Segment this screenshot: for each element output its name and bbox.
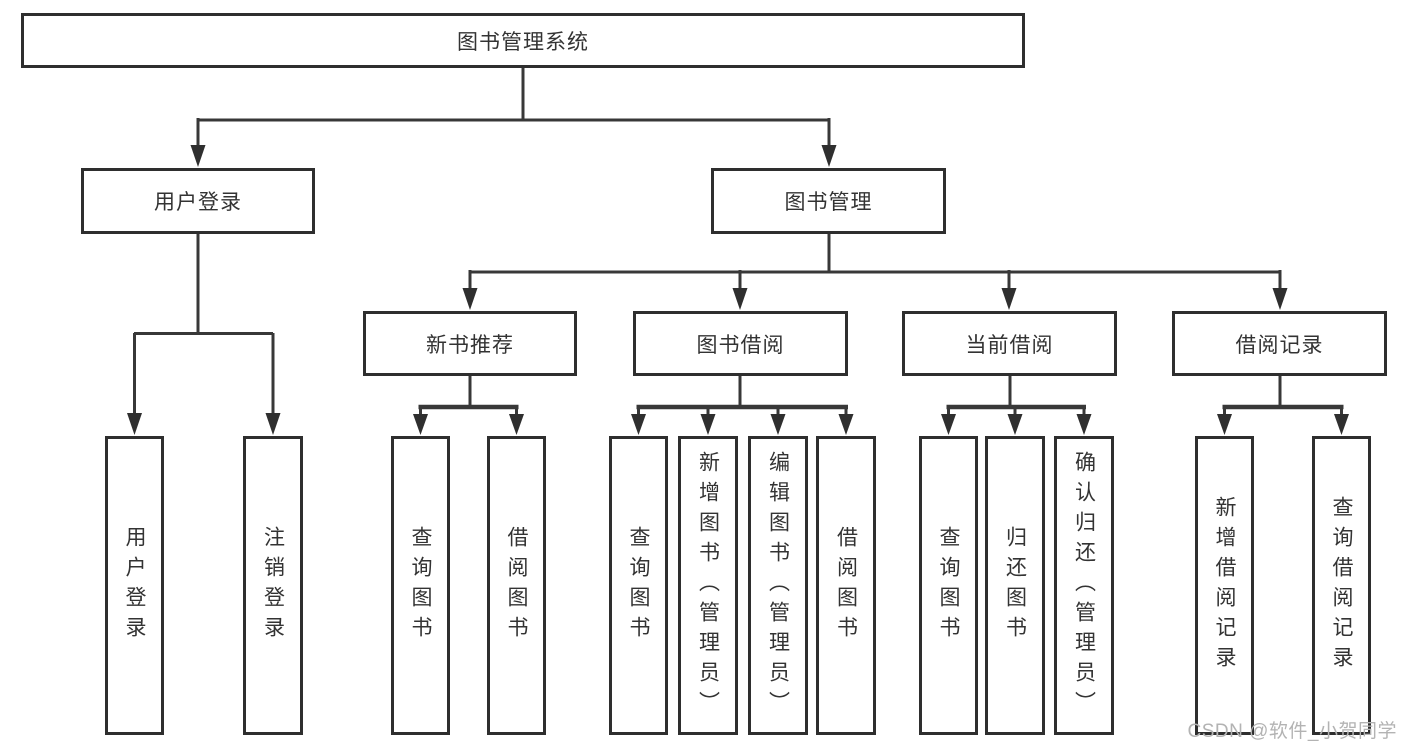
arrow-down-icon — [1001, 288, 1017, 310]
node-borrow-records: 借阅记录 — [1172, 311, 1387, 376]
leaf-confirm-return-admin: 确认归还（管理员） — [1054, 436, 1114, 735]
arrowheads — [127, 145, 1349, 435]
node-new-book-recommend: 新书推荐 — [363, 311, 577, 376]
node-label: 归还图书 — [1003, 525, 1027, 646]
node-label: 借阅记录 — [1235, 333, 1324, 357]
node-current-borrow: 当前借阅 — [902, 311, 1117, 376]
node-label: 图书管理系统 — [457, 30, 589, 54]
csdn-watermark: CSDN @软件_小贺同学 — [1187, 721, 1397, 742]
arrow-down-icon — [770, 414, 786, 435]
node-book-borrow: 图书借阅 — [633, 311, 848, 376]
arrow-down-icon — [631, 414, 646, 435]
node-label: 查询图书 — [937, 525, 960, 646]
leaf-query-book-borrow: 查询图书 — [609, 436, 668, 735]
leaf-logout: 注销登录 — [243, 436, 303, 735]
node-user-login: 用户登录 — [81, 168, 315, 234]
leaf-user-login: 用户登录 — [105, 436, 164, 735]
arrow-down-icon — [190, 145, 206, 167]
node-label: 新增借阅记录 — [1213, 495, 1236, 676]
node-label: 注销登录 — [261, 525, 285, 646]
arrow-down-icon — [127, 413, 142, 435]
arrow-down-icon — [941, 414, 956, 435]
node-label: 查询图书 — [627, 525, 650, 646]
leaf-borrow-book: 借阅图书 — [816, 436, 876, 735]
leaf-add-borrow-record: 新增借阅记录 — [1195, 436, 1254, 735]
arrow-down-icon — [1007, 414, 1023, 435]
arrow-down-icon — [413, 414, 428, 435]
arrow-down-icon — [1334, 414, 1349, 435]
arrow-down-icon — [1217, 414, 1232, 435]
node-book-management: 图书管理 — [711, 168, 946, 234]
leaf-add-book-admin: 新增图书（管理员） — [678, 436, 738, 735]
node-label: 查询图书 — [409, 525, 432, 646]
arrow-down-icon — [265, 413, 281, 435]
node-label: 新增图书（管理员） — [696, 450, 720, 721]
node-label: 借阅图书 — [505, 525, 528, 646]
node-label: 查询借阅记录 — [1330, 495, 1353, 676]
node-label: 用户登录 — [123, 525, 146, 646]
node-label: 新书推荐 — [426, 333, 514, 357]
node-label: 确认归还（管理员） — [1072, 450, 1096, 721]
leaf-return-book: 归还图书 — [985, 436, 1045, 735]
node-label: 图书管理 — [784, 191, 873, 214]
leaf-query-book-current: 查询图书 — [919, 436, 978, 735]
arrow-down-icon — [838, 414, 854, 435]
node-label: 用户登录 — [154, 191, 242, 214]
arrow-down-icon — [1076, 414, 1092, 435]
leaf-edit-book-admin: 编辑图书（管理员） — [748, 436, 808, 735]
arrow-down-icon — [732, 288, 748, 310]
node-label: 当前借阅 — [965, 333, 1054, 357]
leaf-query-book-recommend: 查询图书 — [391, 436, 450, 735]
arrow-down-icon — [1272, 288, 1288, 310]
leaf-borrow-book-recommend: 借阅图书 — [487, 436, 546, 735]
arrow-down-icon — [821, 145, 837, 167]
leaf-query-borrow-record: 查询借阅记录 — [1312, 436, 1371, 735]
node-label: 借阅图书 — [834, 525, 858, 646]
connector-lines — [133, 68, 1343, 421]
node-label: 图书借阅 — [696, 333, 785, 357]
arrow-down-icon — [462, 288, 478, 310]
arrow-down-icon — [509, 414, 524, 435]
node-root-system: 图书管理系统 — [21, 13, 1025, 68]
node-label: 编辑图书（管理员） — [766, 450, 790, 721]
arrow-down-icon — [700, 414, 716, 435]
